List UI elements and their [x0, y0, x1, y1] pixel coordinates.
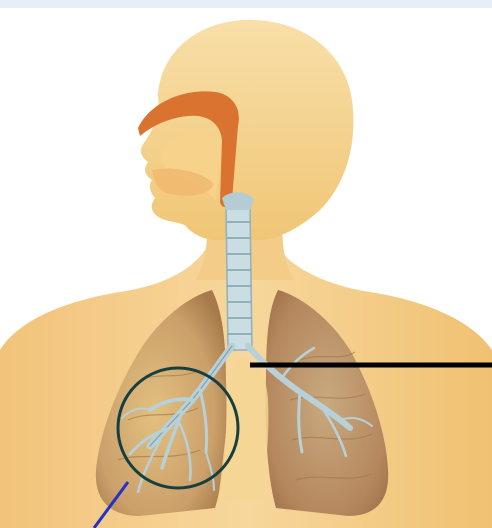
respiratory-diagram [0, 0, 492, 528]
respiratory-illustration [0, 0, 492, 528]
